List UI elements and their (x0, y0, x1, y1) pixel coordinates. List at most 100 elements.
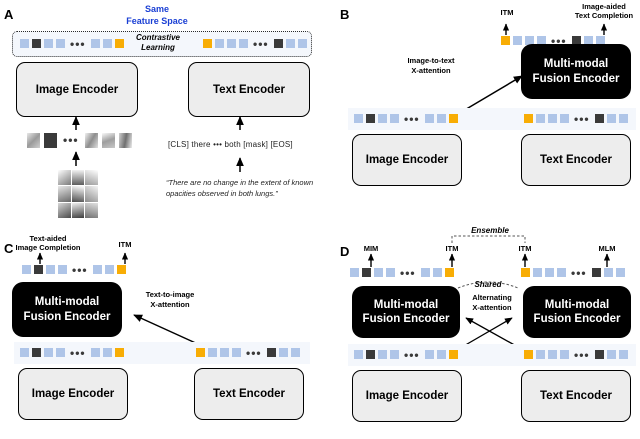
token (557, 268, 566, 277)
panel-b-itm-label: ITM (500, 8, 514, 17)
token (56, 39, 65, 48)
token (104, 265, 114, 274)
panel-d-right-output-token-row: ••• (521, 265, 625, 280)
ellipsis: ••• (72, 262, 88, 277)
token (22, 265, 31, 274)
panel-d-ensemble-label: Ensemble (471, 226, 509, 235)
token (595, 36, 605, 45)
panel-c-fusion-line1: Multi-modal (34, 296, 100, 309)
token-special (524, 114, 533, 123)
panel-d-fusion-left-line1: Multi-modal (373, 298, 439, 311)
token (227, 39, 236, 48)
token (533, 268, 542, 277)
token-masked (571, 36, 581, 45)
panel-c-text-encoder[interactable]: Text Encoder (194, 368, 304, 420)
panel-d-itm-right-label: ITM (518, 244, 532, 253)
token (424, 114, 434, 123)
token (350, 268, 359, 277)
token (46, 265, 55, 274)
token-masked (32, 39, 41, 48)
panel-b-embedding-strip (348, 108, 636, 130)
token (44, 348, 53, 357)
panel-d-text-encoder[interactable]: Text Encoder (521, 370, 631, 422)
panel-d-shared-curve (457, 281, 519, 289)
panel-d-image-encoder[interactable]: Image Encoder (352, 370, 462, 422)
panel-d-fusion-encoder-left[interactable]: Multi-modal Fusion Encoder (352, 286, 460, 338)
panel-a-contrastive-label: Contrastive Learning (128, 33, 188, 54)
token (436, 350, 446, 359)
panel-d-ensemble-bracket (451, 235, 526, 243)
token-masked (591, 268, 601, 277)
token (20, 348, 29, 357)
panel-d-shared-label: Shared (474, 280, 502, 289)
panel-a-text-encoder[interactable]: Text Encoder (188, 62, 310, 117)
token (548, 350, 557, 359)
token (290, 348, 300, 357)
token (583, 36, 593, 45)
token (44, 39, 53, 48)
token (20, 39, 29, 48)
token (390, 114, 399, 123)
token (220, 348, 229, 357)
panel-b-output-token-row: ••• (501, 33, 605, 48)
token-special (524, 350, 533, 359)
panel-b-image-strip-tokens: ••• (354, 113, 458, 125)
token-special (114, 348, 124, 357)
panel-d-xattention-label: Alternating X-attention (472, 293, 512, 312)
panel-d-itm-left-label: ITM (445, 244, 459, 253)
panel-b-fusion-line2: Fusion Encoder (532, 72, 620, 85)
panel-c-image-encoder[interactable]: Image Encoder (18, 368, 128, 420)
panel-a-image-patch-row: ••• (27, 133, 132, 148)
token-special (444, 268, 454, 277)
token-masked (34, 265, 43, 274)
panel-a-title-line2: Feature Space (126, 15, 188, 26)
token-special (114, 39, 124, 48)
ellipsis: ••• (551, 33, 567, 48)
panel-d-fusion-right-line2: Fusion Encoder (533, 313, 621, 325)
panel-a-contrastive-line2: Learning (141, 43, 175, 53)
token-special (448, 350, 458, 359)
panel-d-mim-label: MIM (363, 244, 379, 253)
token (208, 348, 217, 357)
ellipsis: ••• (70, 345, 86, 360)
token-masked (366, 350, 375, 359)
token (420, 268, 430, 277)
panel-b-image-encoder[interactable]: Image Encoder (352, 134, 462, 186)
panel-a-text-token-row: ••• (203, 38, 307, 50)
token-masked (594, 114, 604, 123)
panel-a-image-encoder[interactable]: Image Encoder (16, 62, 138, 117)
panel-c-fusion-encoder[interactable]: Multi-modal Fusion Encoder (12, 282, 122, 337)
image-patch (27, 133, 40, 148)
panel-c-completion-label: Text-aided Image Completion (15, 234, 81, 253)
panel-c-xattention-label: Text-to-image X-attention (145, 290, 195, 309)
panel-label-c: C (4, 241, 14, 256)
panel-d-fusion-encoder-right[interactable]: Multi-modal Fusion Encoder (523, 286, 631, 338)
token (56, 348, 65, 357)
token (618, 350, 628, 359)
ellipsis: ••• (574, 347, 590, 362)
token (102, 348, 112, 357)
panel-d-embedding-strip (348, 344, 636, 366)
token (90, 348, 100, 357)
panel-b-text-encoder[interactable]: Text Encoder (521, 134, 631, 186)
token-masked (32, 348, 41, 357)
panel-c-itm-label: ITM (118, 240, 132, 249)
ellipsis: ••• (574, 111, 590, 126)
token (560, 350, 569, 359)
image-patch (101, 133, 115, 148)
ellipsis: ••• (400, 265, 416, 280)
ellipsis: ••• (70, 36, 86, 51)
panel-a-caption-quote: “There are no change in the extent of kn… (166, 178, 314, 198)
token (436, 114, 446, 123)
token (92, 265, 102, 274)
token-masked (362, 268, 371, 277)
token (537, 36, 546, 45)
panel-label-d: D (340, 244, 350, 259)
panel-b-completion-label: Image-aided Text Completion (574, 2, 634, 21)
panel-a-text-token-string: [CLS] there ••• both [mask] [EOS] (168, 140, 293, 149)
panel-b-fusion-encoder[interactable]: Multi-modal Fusion Encoder (521, 44, 631, 99)
token (424, 350, 434, 359)
ellipsis: ••• (571, 265, 587, 280)
token (390, 350, 399, 359)
panel-d-text-strip-tokens: ••• (524, 347, 628, 362)
